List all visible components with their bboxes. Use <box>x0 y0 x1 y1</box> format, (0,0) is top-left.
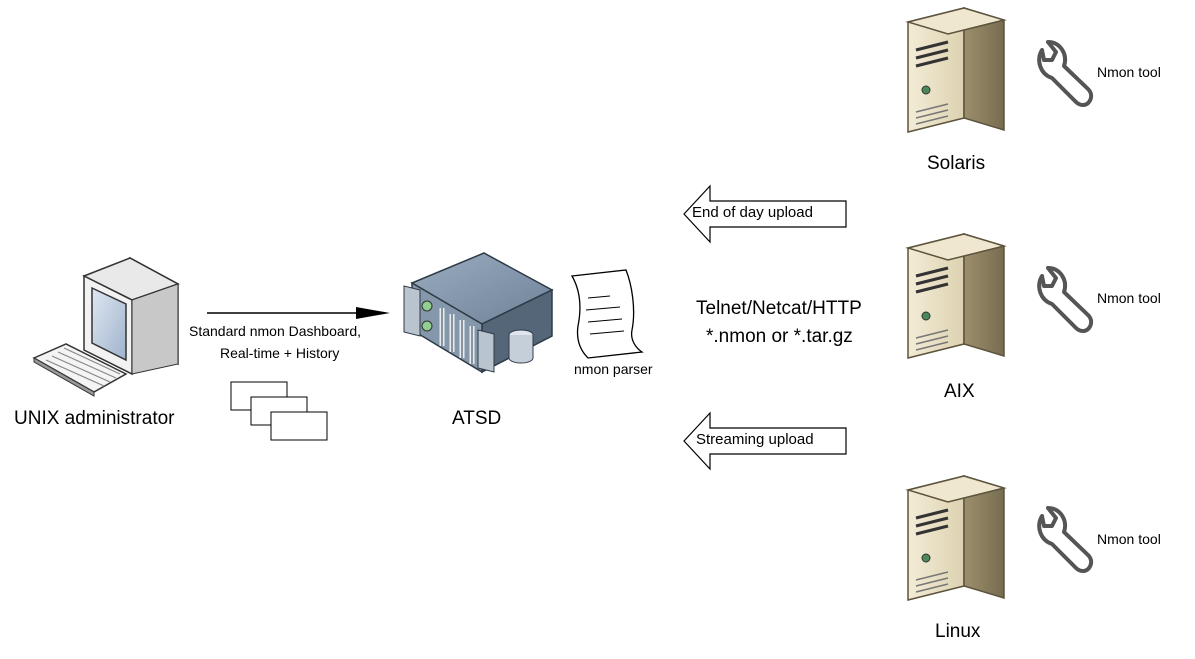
streaming-label: Streaming upload <box>696 431 814 448</box>
parser-document-icon <box>570 269 644 359</box>
aix-server-icon <box>906 232 1006 360</box>
streaming-arrow-icon <box>683 411 847 471</box>
admin-computer-icon <box>32 256 180 397</box>
linux-server-icon <box>906 474 1006 602</box>
aix-tool-label: Nmon tool <box>1097 290 1161 306</box>
protocols-label-line2: *.nmon or *.tar.gz <box>706 326 853 347</box>
dashboard-label-line1: Standard nmon Dashboard, <box>189 323 361 339</box>
dashboard-connection-arrow <box>207 307 390 319</box>
end-of-day-label: End of day upload <box>692 204 813 221</box>
solaris-label: Solaris <box>927 153 986 174</box>
aix-wrench-icon <box>1037 266 1094 333</box>
dashboard-label-line2: Real-time + History <box>220 345 340 361</box>
linux-wrench-icon <box>1037 506 1094 573</box>
end-of-day-arrow-icon <box>683 184 847 244</box>
linux-label: Linux <box>935 621 981 642</box>
solaris-wrench-icon <box>1037 40 1094 107</box>
admin-label: UNIX administrator <box>14 408 175 429</box>
protocols-label-line1: Telnet/Netcat/HTTP <box>696 298 862 319</box>
solaris-tool-label: Nmon tool <box>1097 64 1161 80</box>
atsd-label: ATSD <box>452 408 502 429</box>
aix-label: AIX <box>944 381 975 402</box>
parser-label: nmon parser <box>574 361 653 377</box>
linux-tool-label: Nmon tool <box>1097 531 1161 547</box>
solaris-server-icon <box>906 6 1006 134</box>
dashboard-pages-icon <box>230 381 328 441</box>
atsd-server-icon <box>403 252 554 374</box>
